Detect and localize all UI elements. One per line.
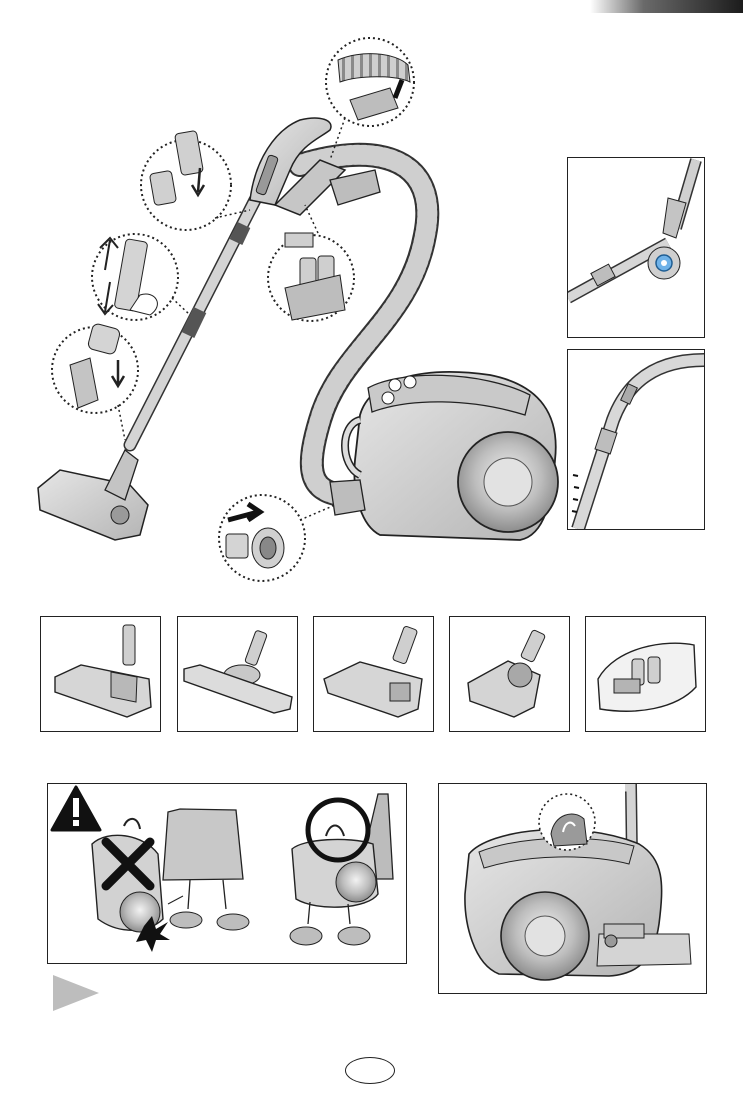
turbo-brush-icon [467,629,546,718]
hose-handle [249,117,347,216]
accessory-floor-brush-wide [40,616,161,732]
warning-triangle-icon [50,785,102,832]
circle-mark-icon [305,797,371,863]
detail-panel-tube-mark [567,349,705,532]
callout-brush-connection [51,323,139,414]
tube-parking-illustration [464,781,692,981]
person-legs [162,808,250,931]
correct-carry-example [289,793,394,946]
telescopic-tube [123,193,262,452]
header-gradient-bar [590,0,743,13]
accessory-combination-brush [313,616,434,732]
callout-handle-tube-joint [140,130,232,231]
accessory-bag [585,616,706,732]
accessory-bag-icon [597,642,697,712]
detail-panel-tube-joint [565,157,705,338]
callout-hose-lock [325,37,415,127]
accessory-parquet-brush [177,616,298,732]
vacuum-body [329,371,559,541]
carry-warning-illustration [50,785,394,952]
flexible-hose [288,142,440,507]
floor-brush-wide-icon [54,624,152,718]
carry-warning-panel [47,783,407,964]
grey-arrow-bullet-icon [53,975,99,1011]
assembly-illustration [37,37,559,582]
combination-brush-icon [323,626,423,718]
tube-parking-panel [438,781,707,994]
wrong-carry-example [91,817,188,952]
callout-filter-accessory [267,232,355,322]
floor-brush [37,449,149,541]
callout-hose-inlet [218,494,306,582]
accessory-turbo-brush [449,616,570,732]
cross-mark-icon [101,837,155,891]
tube-mark-illustration [571,353,705,532]
tube-joint-illustration [565,158,702,304]
parquet-brush-icon [183,630,293,714]
page-number-badge [345,1057,395,1084]
callout-tube-length-adjust [91,233,179,321]
